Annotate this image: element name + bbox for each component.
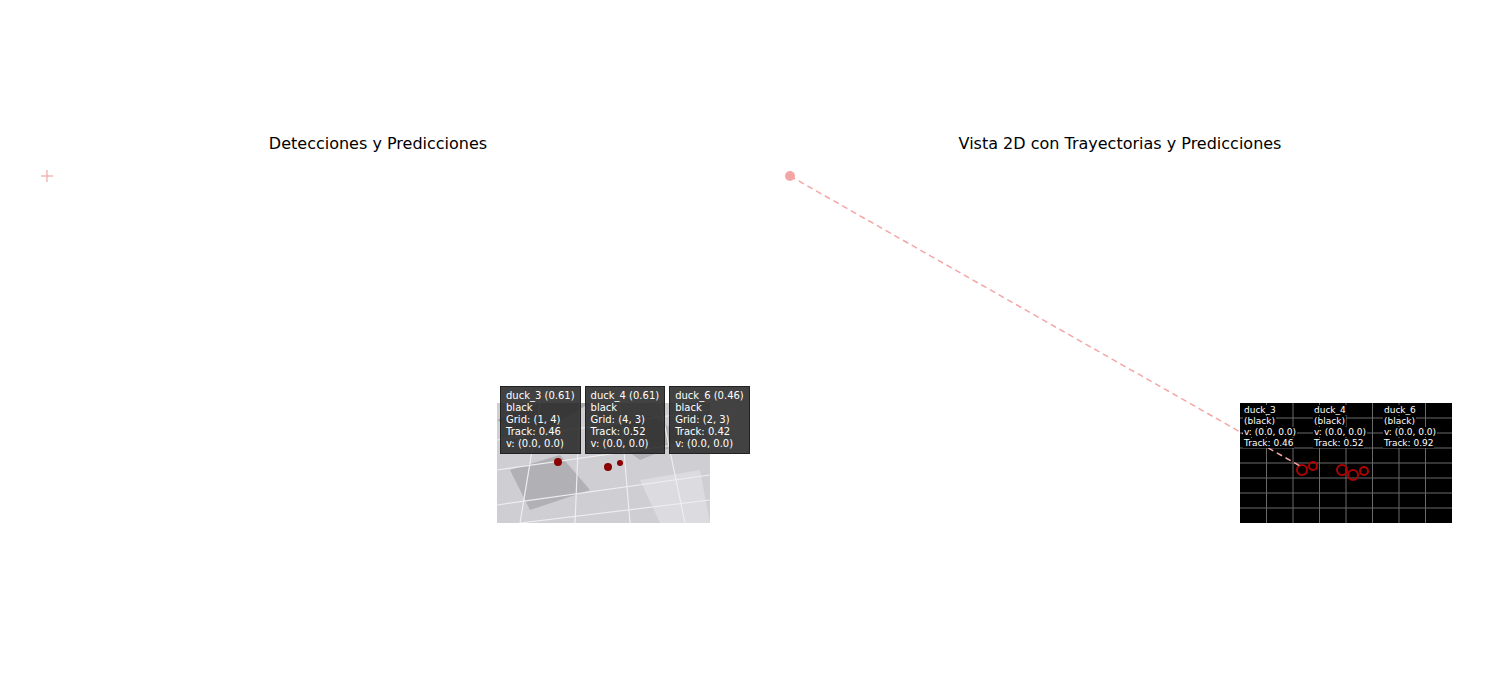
prediction-line: [785, 171, 1300, 466]
detection-text: Grid: (4, 3): [591, 414, 660, 426]
detection-text: Grid: (1, 4): [506, 414, 575, 426]
detection-text: Track: 0.42: [675, 426, 744, 438]
detection-box: duck_4 (0.61)blackGrid: (4, 3)Track: 0.5…: [585, 386, 666, 454]
detection-box: duck_6 (0.46)blackGrid: (2, 3)Track: 0.4…: [669, 386, 750, 454]
track-label: duck_6: [1383, 405, 1417, 415]
track-label: v: (0.0, 0.0): [1383, 427, 1437, 437]
track-label: (black): [1243, 416, 1276, 426]
track-label: Track: 0.92: [1383, 438, 1434, 448]
track-label: v: (0.0, 0.0): [1313, 427, 1367, 437]
track-label: Track: 0.52: [1313, 438, 1364, 448]
detection-text: Grid: (2, 3): [675, 414, 744, 426]
detection-text: v: (0.0, 0.0): [506, 438, 575, 450]
detection-text: v: (0.0, 0.0): [675, 438, 744, 450]
cross-marker: [41, 170, 53, 182]
subplot-title: Detecciones y Predicciones: [269, 134, 487, 153]
track-label: Track: 0.46: [1243, 438, 1294, 448]
detection-text: duck_6 (0.46): [675, 390, 744, 402]
detection-text: Track: 0.52: [591, 426, 660, 438]
track-label: duck_4: [1313, 405, 1347, 415]
subplot-title: Vista 2D con Trayectorias y Predicciones: [959, 134, 1282, 153]
detection-text: black: [675, 402, 744, 414]
track-label: duck_3: [1243, 405, 1277, 415]
detection-text: Track: 0.46: [506, 426, 575, 438]
track-label: v: (0.0, 0.0): [1243, 427, 1297, 437]
detection-box: duck_3 (0.61)blackGrid: (1, 4)Track: 0.4…: [500, 386, 581, 454]
detection-text: black: [591, 402, 660, 414]
detection-text: black: [506, 402, 575, 414]
detection-text: duck_4 (0.61): [591, 390, 660, 402]
detection-text: duck_3 (0.61): [506, 390, 575, 402]
grid-view: [1240, 403, 1452, 523]
detection-text: v: (0.0, 0.0): [591, 438, 660, 450]
track-label: (black): [1313, 416, 1346, 426]
track-label: (black): [1383, 416, 1416, 426]
